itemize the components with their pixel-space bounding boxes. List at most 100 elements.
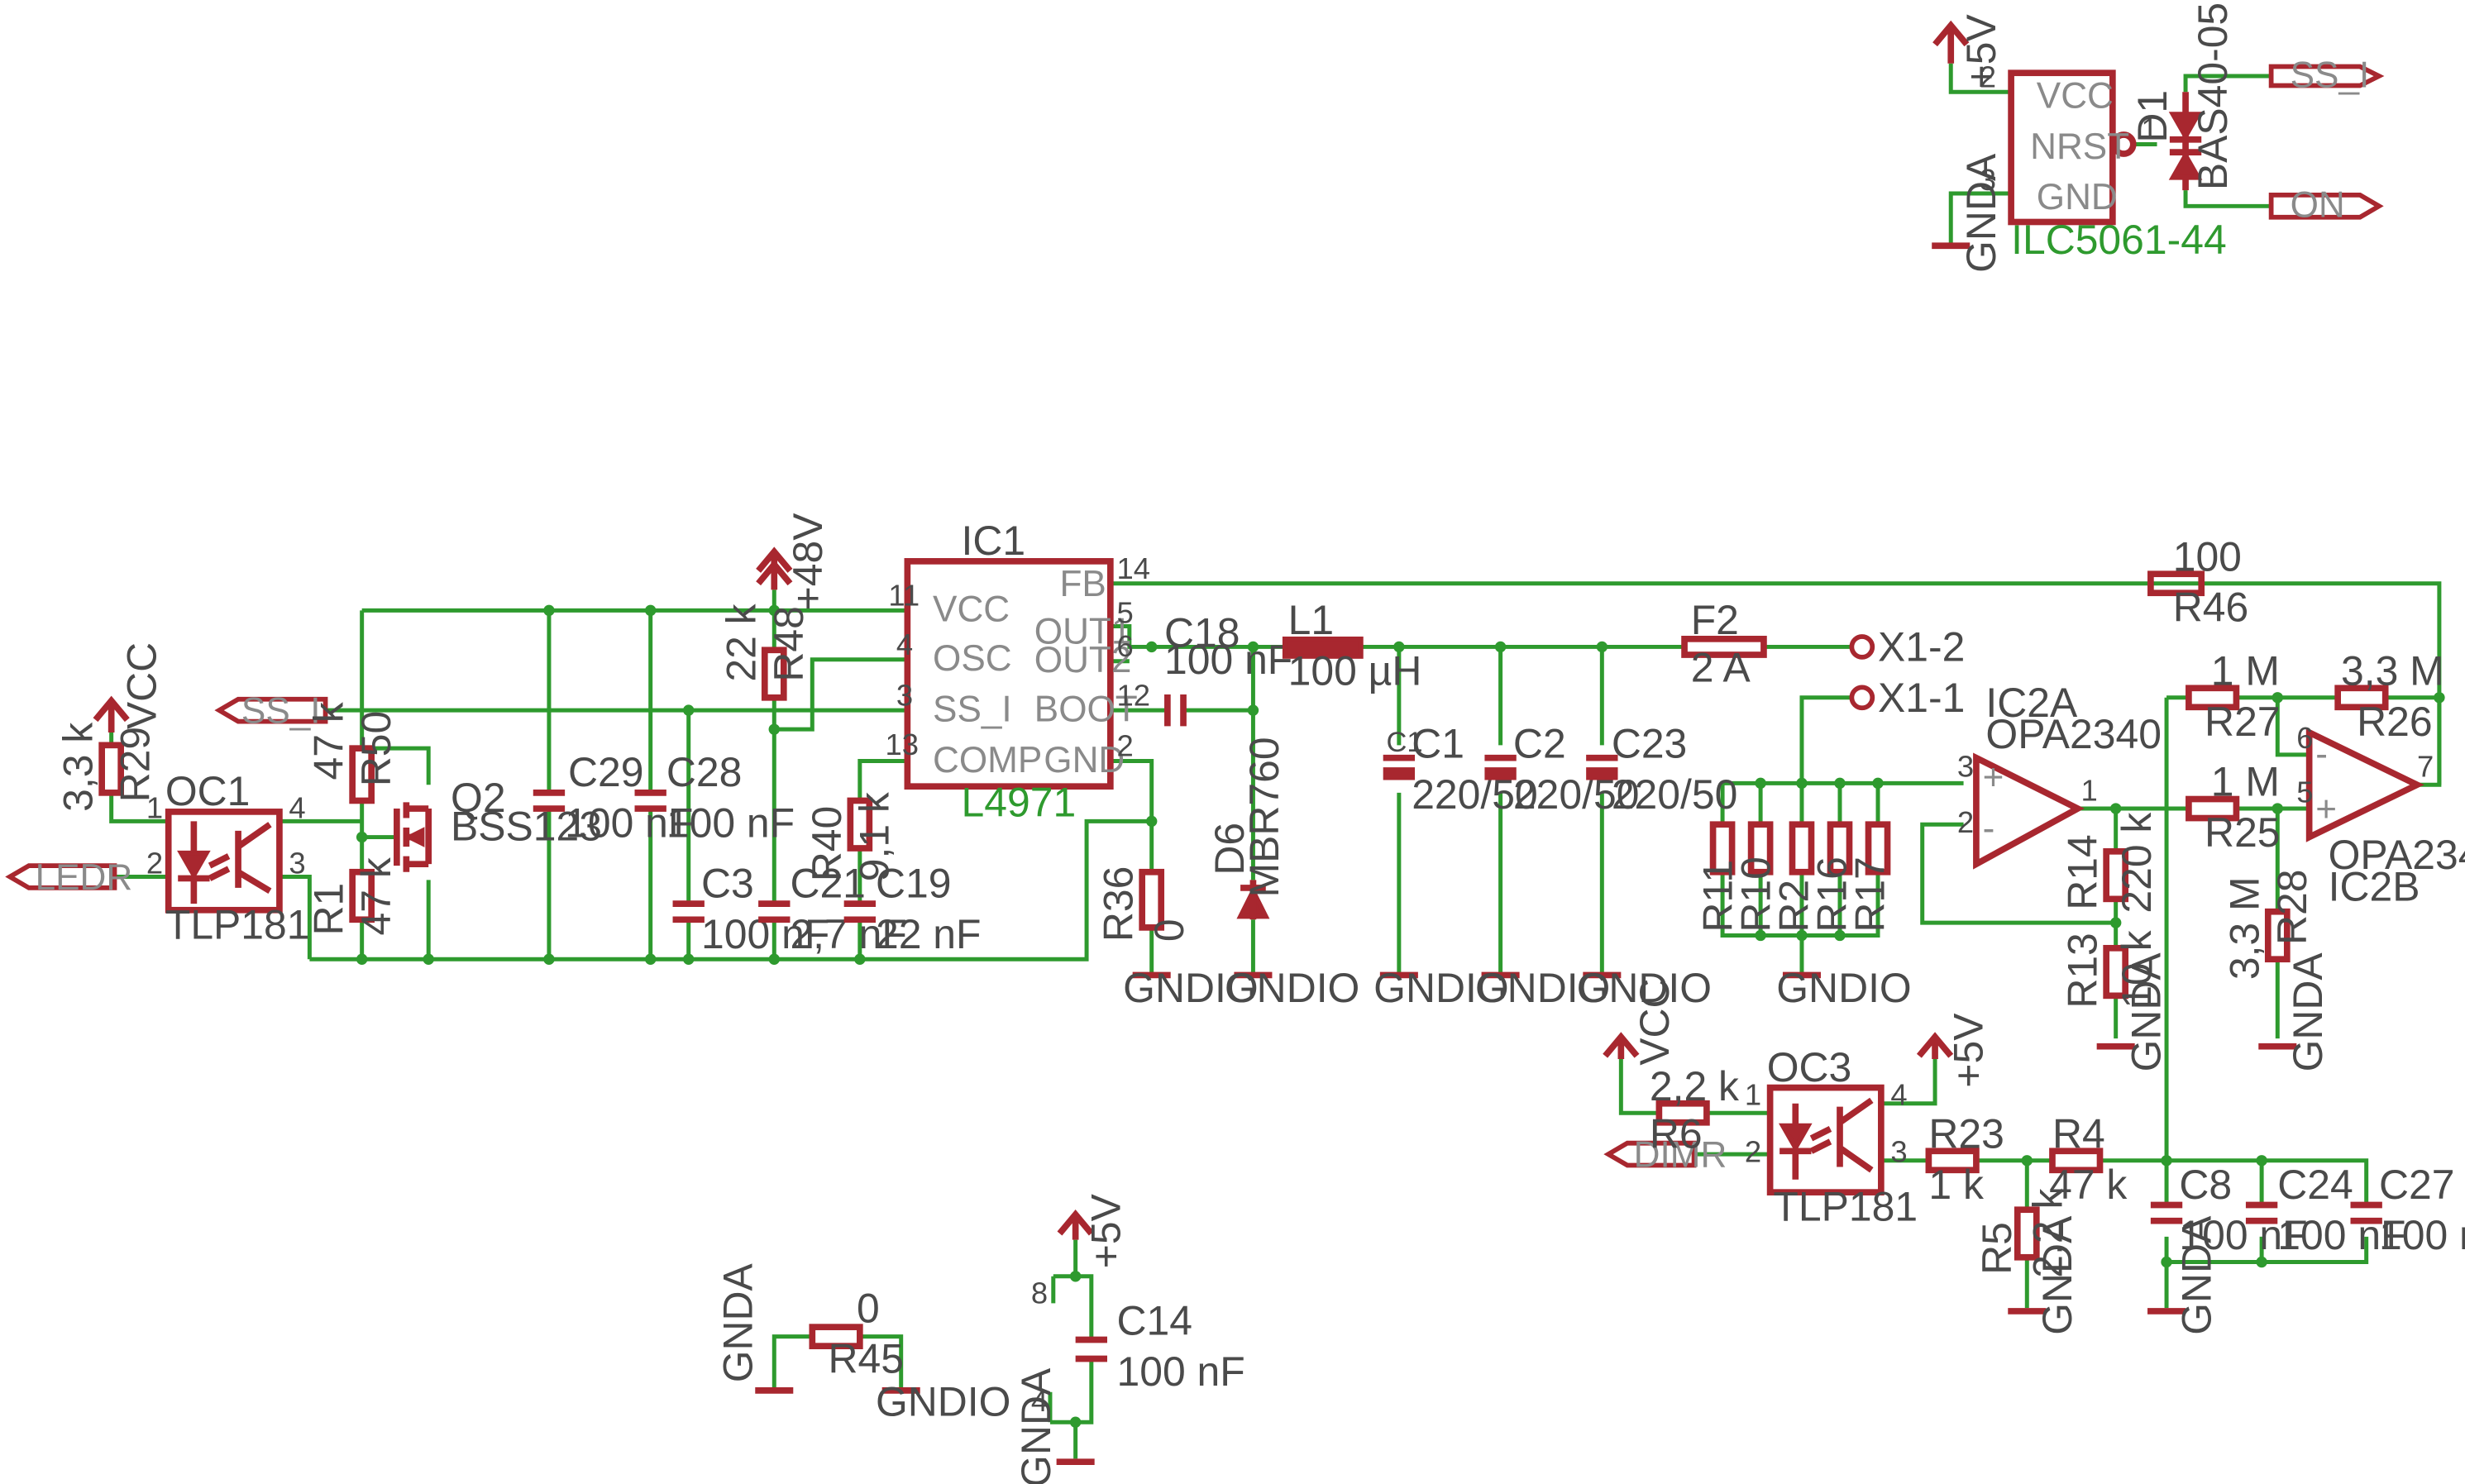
svg-text:R25: R25 — [2205, 809, 2280, 856]
svg-text:D1: D1 — [2129, 90, 2176, 143]
svg-text:3: 3 — [1890, 1135, 1907, 1169]
svg-text:C28: C28 — [666, 749, 742, 795]
r27 — [2186, 685, 2240, 711]
gndio-label-r36: GNDIO — [1123, 965, 1258, 1011]
r26 — [2334, 685, 2389, 711]
r2 — [1789, 821, 1815, 876]
r25 — [2186, 795, 2240, 822]
svg-text:+: + — [2315, 789, 2337, 829]
svg-text:R4: R4 — [2052, 1110, 2105, 1157]
c3 — [672, 900, 705, 923]
svg-text:R29: R29 — [112, 727, 159, 802]
svg-text:100 nF: 100 nF — [2379, 1212, 2465, 1258]
svg-text:100 nF: 100 nF — [666, 800, 795, 847]
svg-text:3: 3 — [1980, 163, 1996, 197]
svg-text:R17: R17 — [1847, 857, 1894, 932]
svg-text:L1: L1 — [1288, 597, 1334, 643]
svg-text:1: 1 — [2141, 112, 2157, 146]
c8 — [2150, 1201, 2183, 1224]
svg-text:C1: C1 — [1387, 727, 1423, 758]
svg-text:R40: R40 — [804, 806, 850, 881]
svg-text:0: 0 — [857, 1285, 880, 1331]
svg-text:C8: C8 — [2179, 1162, 2232, 1208]
svg-text:100 nF: 100 nF — [1164, 637, 1292, 683]
svg-text:R10: R10 — [1733, 857, 1779, 932]
opamp-ic2a: IC2A OPA2340 + - 3 2 1 — [1957, 680, 2162, 870]
svg-text:4: 4 — [289, 791, 305, 825]
diode-d1: D1 BAS40-05 — [2129, 2, 2236, 190]
svg-text:3: 3 — [289, 847, 305, 880]
supply-48v-icon — [756, 546, 793, 590]
gnda-label-c8: GNDA — [2174, 1215, 2220, 1335]
svg-text:4: 4 — [896, 627, 913, 661]
gnda-label-r45: GNDA — [714, 1262, 761, 1382]
svg-text:100 nF: 100 nF — [1117, 1348, 1245, 1395]
svg-text:22 k: 22 k — [718, 604, 764, 681]
terminal-x11 — [1849, 685, 1875, 711]
svg-text:FB: FB — [1059, 564, 1106, 604]
svg-text:TLP181: TLP181 — [165, 901, 310, 947]
c14 — [1075, 1336, 1107, 1362]
svg-text:R45: R45 — [828, 1336, 903, 1382]
r36 — [1139, 868, 1165, 931]
svg-text:100: 100 — [2173, 533, 2242, 580]
svg-text:R14: R14 — [2060, 834, 2106, 909]
svg-text:1: 1 — [2080, 773, 2097, 807]
svg-text:13: 13 — [886, 728, 920, 761]
svg-text:OUT2: OUT2 — [1034, 640, 1132, 680]
svg-text:47 k: 47 k — [2049, 1162, 2127, 1208]
c27 — [2350, 1201, 2382, 1224]
svg-text:-: - — [1983, 808, 1995, 848]
inductor-l1: L1 100 µH — [1282, 597, 1421, 694]
svg-text:R16: R16 — [1809, 857, 1856, 932]
svg-text:11: 11 — [888, 579, 920, 613]
svg-text:R27: R27 — [2205, 699, 2280, 745]
svg-text:BOOT: BOOT — [1034, 690, 1138, 730]
svg-text:12: 12 — [1117, 678, 1151, 712]
svg-text:6: 6 — [2296, 721, 2313, 755]
svg-text:C27: C27 — [2379, 1162, 2454, 1208]
svg-text:2: 2 — [1957, 805, 1974, 839]
c23 — [1586, 754, 1618, 780]
svg-text:D6: D6 — [1206, 823, 1253, 876]
svg-text:C21: C21 — [790, 860, 865, 906]
fuse-f2: F2 2 A — [1681, 597, 1767, 691]
svg-text:22 nF: 22 nF — [876, 911, 982, 957]
svg-text:C19: C19 — [876, 860, 951, 906]
svg-text:2: 2 — [1117, 729, 1134, 763]
svg-text:47 k: 47 k — [306, 702, 352, 780]
svg-text:TLP181: TLP181 — [1773, 1184, 1918, 1230]
gndio-label-c2: GNDIO — [1475, 965, 1610, 1011]
svg-text:220 k: 220 k — [2114, 813, 2160, 914]
vcc-label-oc1: VCC — [118, 642, 165, 729]
svg-text:OSC: OSC — [933, 638, 1012, 679]
wires — [109, 63, 2442, 1459]
svg-text:C2: C2 — [1513, 721, 1566, 767]
r4 — [2049, 1148, 2104, 1174]
svg-text:3,3 k: 3,3 k — [55, 723, 102, 812]
gndio-label-c23: GNDIO — [1577, 965, 1712, 1011]
svg-text:1: 1 — [146, 791, 163, 825]
net-ports: SS_I ON SS_I LEDR DIMR X1-2 X1-1 — [5, 55, 2385, 1175]
r29 — [98, 742, 125, 796]
svg-text:100 nF: 100 nF — [565, 800, 693, 847]
c19 — [843, 900, 877, 923]
svg-text:220/50: 220/50 — [1412, 771, 1537, 818]
svg-text:2: 2 — [1745, 1135, 1761, 1169]
c28 — [634, 790, 666, 812]
svg-text:100 nF: 100 nF — [2277, 1212, 2405, 1258]
ic1-l4971: IC1 L4971 VCC OSC SS_I COMP FB OUT1 OUT2… — [886, 518, 1151, 825]
mosfet-q2: Q2 BSS123 — [394, 775, 602, 872]
svg-text:R2: R2 — [1771, 880, 1818, 933]
c18 — [1164, 694, 1187, 727]
svg-text:VCC: VCC — [2037, 75, 2114, 116]
r40 — [847, 797, 873, 852]
svg-text:C1: C1 — [1412, 721, 1464, 767]
svg-text:3,3 M: 3,3 M — [2221, 876, 2267, 980]
ic1-name: IC1 — [962, 518, 1026, 564]
svg-text:GND: GND — [1044, 740, 1125, 780]
svg-text:2,2 k: 2,2 k — [1650, 1063, 1739, 1109]
svg-text:R5: R5 — [1974, 1222, 2020, 1275]
c2 — [1484, 754, 1517, 780]
